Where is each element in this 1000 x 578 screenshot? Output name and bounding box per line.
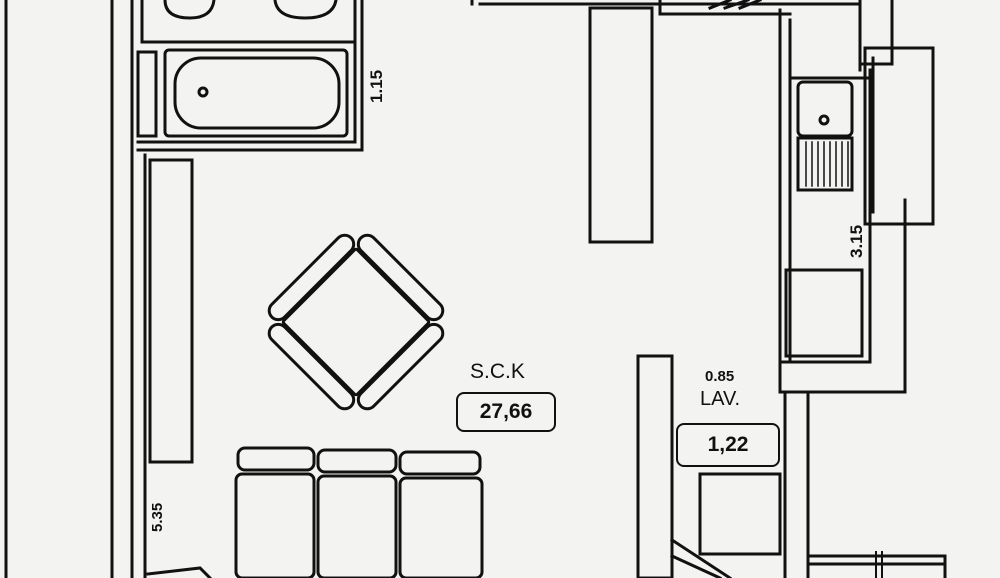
left-exterior-wall [4,0,134,578]
bathtub [163,48,349,138]
dim-living-width: 5.35 [149,502,166,532]
stove [784,268,864,358]
dim-kitchen-length: 3.15 [847,224,866,258]
kitchen-sink [796,80,854,192]
dim-bath-depth: 1.15 [367,69,386,103]
wall-storage [143,153,194,578]
dining-table [267,233,445,411]
bottom-details [146,0,474,578]
kitchen-counter [778,0,935,394]
room-name-living: S.C.K [470,360,525,383]
room-name-laundry: LAV. [700,388,741,410]
top-wall-fixtures [478,0,862,16]
sofa [234,446,484,578]
bathroom-walls [136,0,364,152]
dim-laundry-width: 0.85 [705,368,735,385]
kitchen-island [588,6,654,244]
room-area-living: 27,66 [456,392,556,432]
toilet-and-sink [163,0,338,20]
room-area-laundry: 1,22 [676,423,780,467]
laundry-walls [636,354,947,578]
